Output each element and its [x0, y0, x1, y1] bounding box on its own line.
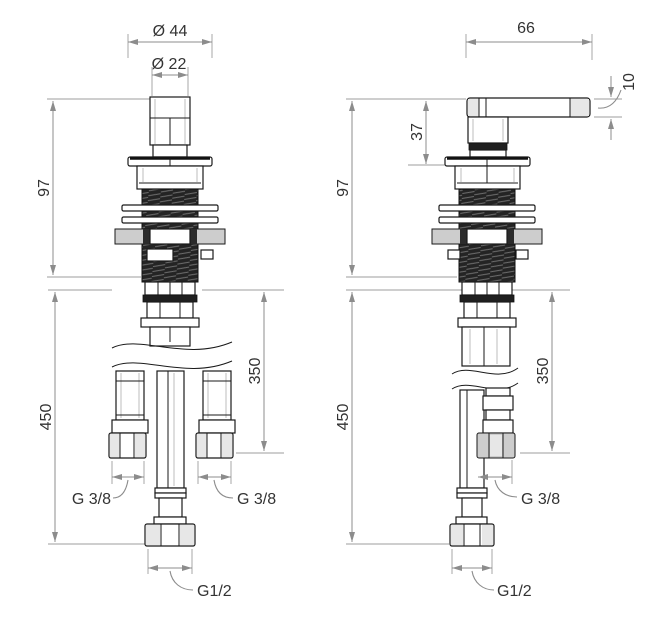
break-lines-right: [451, 367, 519, 390]
locknut-tab-left-right: [447, 249, 461, 260]
dim-label-left-97: 97: [36, 179, 53, 197]
left-figure-body: [108, 96, 236, 547]
locknut-tab-right: [200, 249, 214, 260]
dim-label-left-350: 350: [247, 358, 264, 385]
break-lines: [111, 341, 233, 369]
left-extension-lines: [47, 34, 284, 574]
dim-label-right-g38: G 3/8: [521, 491, 560, 508]
washer-lower-right: [438, 216, 536, 224]
dim-label-66: 66: [517, 20, 535, 37]
dim-label-g38-left: G 3/8: [72, 491, 111, 508]
underdeck-adapter-right: [457, 281, 517, 367]
dim-label-37: 37: [409, 123, 426, 141]
dim-label-right-350: 350: [535, 358, 552, 385]
locknut-tab-left: [146, 248, 174, 262]
lever-handle: [466, 97, 591, 118]
right-figure: 66 10 37 97 450 350 G 3/8 G1/2: [335, 20, 638, 600]
locknut-tab-right-right: [515, 249, 529, 260]
valve-body: [136, 165, 204, 190]
dim-label-left-450: 450: [38, 404, 55, 431]
supply-hose-right-figure: [476, 387, 516, 459]
mounting-stud: [144, 370, 196, 547]
mounting-flange: [127, 156, 213, 167]
supply-hose-left: [108, 370, 149, 459]
left-dimensions: Ø 44 Ø 22 97 450 350 G 3/8 G 3/8 G1/2: [36, 23, 276, 600]
washer-upper-right: [438, 204, 536, 212]
underdeck-adapter: [140, 281, 200, 347]
dim-label-right-450: 450: [335, 404, 352, 431]
dim-label-right-97: 97: [335, 179, 352, 197]
right-dimensions: 66 10 37 97 450 350 G 3/8 G1/2: [335, 20, 638, 600]
mounting-stud-right: [449, 389, 495, 547]
locknut-right: [431, 228, 543, 245]
left-figure: Ø 44 Ø 22 97 450 350 G 3/8 G 3/8 G1/2: [36, 23, 284, 600]
mounting-flange-right: [444, 156, 531, 167]
dim-label-dia22: Ø 22: [152, 56, 187, 73]
dim-label-dia44: Ø 44: [153, 23, 188, 40]
right-figure-body: [431, 97, 591, 547]
spout-neck: [152, 144, 188, 158]
washer-lower: [121, 216, 219, 224]
dim-label-left-g12: G1/2: [197, 583, 232, 600]
right-extension-lines: [346, 34, 622, 574]
dim-label-g38-right: G 3/8: [237, 491, 276, 508]
valve-body-right: [454, 165, 521, 190]
washer-upper: [121, 204, 219, 212]
locknut: [114, 228, 226, 245]
dim-label-right-g12: G1/2: [497, 583, 532, 600]
dim-label-10: 10: [621, 73, 638, 91]
handle-hub: [467, 116, 509, 158]
spout-upper-cylinder: [149, 96, 191, 146]
supply-hose-right: [195, 370, 236, 459]
